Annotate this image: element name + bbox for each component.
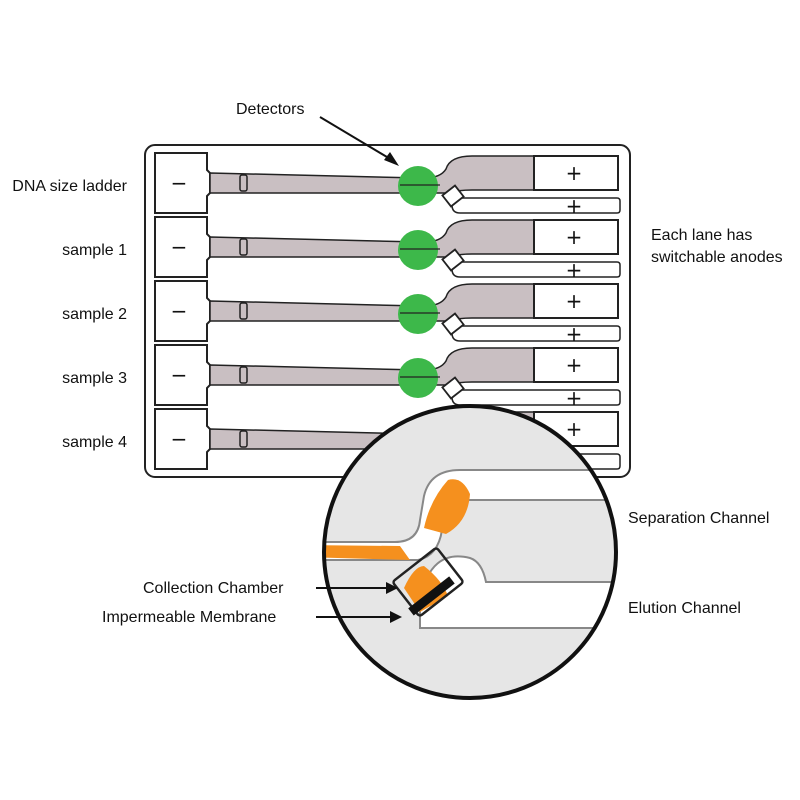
- collection-chamber-small: [441, 376, 465, 400]
- anode-well: [533, 347, 619, 383]
- sample-band: [324, 545, 410, 560]
- collection-chamber: [392, 547, 464, 617]
- sample-well: [239, 302, 248, 320]
- elution-channel-lane: [451, 197, 621, 214]
- sample-well: [239, 174, 248, 192]
- anode-well: [533, 283, 619, 319]
- collection-chamber-small: [441, 184, 465, 208]
- collection-chamber-label: Collection Chamber: [143, 580, 284, 597]
- impermeable-membrane-label: Impermeable Membrane: [102, 609, 276, 626]
- anode-sign: +: [566, 353, 583, 377]
- impermeable-membrane-arrowhead: [390, 611, 402, 623]
- sample-band-upper: [424, 479, 470, 534]
- elution-channel: [419, 555, 616, 629]
- sample-well: [239, 238, 248, 256]
- detectors-arrowhead: [384, 152, 399, 166]
- separation-channel-label: Separation Channel: [628, 510, 769, 527]
- elution-channel-lane: [451, 325, 621, 342]
- elution-anode-sign: +: [566, 258, 583, 282]
- anodes-note-line1: Each lane has: [651, 227, 752, 244]
- anode-sign: +: [566, 225, 583, 249]
- elution-channel-lane: [451, 261, 621, 278]
- detectors-arrow: [319, 116, 393, 161]
- cathode-sign: −: [171, 363, 188, 387]
- magnifier-rim: [322, 404, 618, 700]
- sample-well: [239, 430, 248, 448]
- anode-well: [533, 219, 619, 255]
- elution-anode-sign: +: [566, 386, 583, 410]
- lane-label: sample 1: [62, 242, 127, 259]
- lane-label: sample 4: [62, 434, 127, 451]
- cathode-sign: −: [171, 235, 188, 259]
- anode-sign: +: [566, 417, 583, 441]
- detector: [398, 230, 438, 270]
- cathode-sign: −: [171, 299, 188, 323]
- lane: − + + DNA size ladder: [12, 152, 621, 218]
- elution-anode-sign: +: [566, 194, 583, 218]
- lane: − + + sample 2: [62, 280, 621, 346]
- elution-channel-lane: [451, 389, 621, 406]
- anodes-note-line2: switchable anodes: [651, 249, 783, 266]
- anode-sign: +: [566, 289, 583, 313]
- impermeable-membrane: [408, 576, 455, 616]
- detector: [398, 166, 438, 206]
- detectors-label: Detectors: [236, 101, 304, 118]
- cathode-sign: −: [171, 427, 188, 451]
- detector: [398, 358, 438, 398]
- cathode-sign: −: [171, 171, 188, 195]
- magnifier-inset: [322, 404, 618, 700]
- lane: − + + sample 1: [62, 216, 621, 282]
- lane: − + + sample 3: [62, 344, 621, 410]
- elution-channel-label: Elution Channel: [628, 600, 741, 617]
- anode-sign: +: [566, 161, 583, 185]
- anode-well: [533, 155, 619, 191]
- elution-anode-sign: +: [566, 322, 583, 346]
- collection-band: [404, 566, 448, 612]
- lane-label: sample 2: [62, 306, 127, 323]
- collection-chamber-small: [441, 248, 465, 272]
- lane-label: DNA size ladder: [12, 178, 127, 195]
- detector: [398, 294, 438, 334]
- separation-channel: [324, 469, 616, 561]
- collection-chamber-arrowhead: [386, 582, 398, 594]
- collection-chamber-small: [441, 312, 465, 336]
- lane-label: sample 3: [62, 370, 127, 387]
- sample-well: [239, 366, 248, 384]
